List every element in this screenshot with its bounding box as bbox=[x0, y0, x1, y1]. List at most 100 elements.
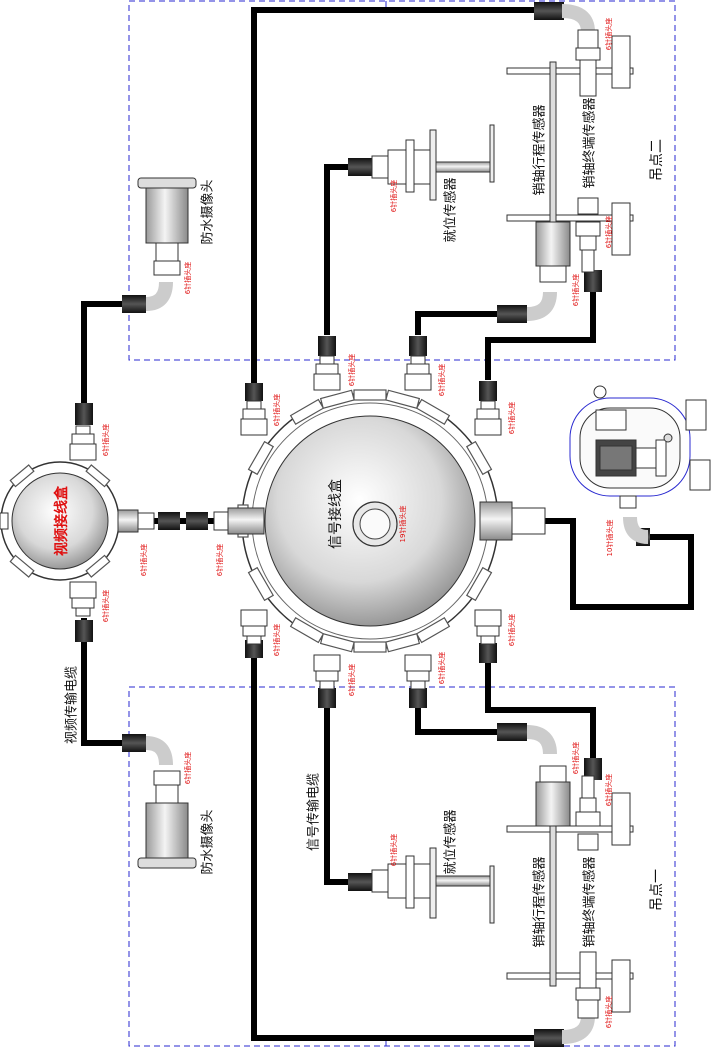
cable-signal-to-top-pin-assembly bbox=[251, 7, 540, 385]
sleeve bbox=[584, 270, 602, 292]
signal-box-ribs bbox=[237, 389, 493, 653]
sleeve bbox=[245, 383, 263, 401]
camera-top-label: 防水摄像头 bbox=[200, 179, 216, 244]
sleeve bbox=[348, 158, 372, 176]
sleeve bbox=[318, 336, 336, 356]
connector-label: 6针插头座 bbox=[183, 262, 192, 294]
sleeve bbox=[584, 758, 602, 780]
connector-label: 6针插头座 bbox=[507, 614, 516, 646]
pin-end-bottom-label: 销轴终端传感器 bbox=[582, 856, 598, 947]
sleeve bbox=[409, 688, 427, 708]
video-box-top-connector bbox=[69, 425, 97, 461]
connector-label: 6针插头座 bbox=[437, 652, 446, 684]
sleeve bbox=[122, 295, 146, 313]
connector-label: 6针插头座 bbox=[604, 774, 613, 806]
connector-label: 6针插头座 bbox=[507, 402, 516, 434]
video-box-label: 视频接线盒 bbox=[53, 485, 70, 556]
sleeve bbox=[122, 734, 146, 752]
signal-box-port bbox=[359, 508, 391, 540]
signal-junction-box bbox=[213, 389, 546, 653]
sleeve bbox=[479, 381, 497, 401]
connector-label: 6针插头座 bbox=[347, 354, 356, 386]
cable-sleeves bbox=[75, 2, 650, 1047]
connector-label: 6针插头座 bbox=[272, 394, 281, 426]
connector-label: 6针插头座 bbox=[571, 742, 580, 774]
connector-label: 6针插头座 bbox=[101, 424, 110, 456]
signal-box-19pin-socket bbox=[479, 501, 513, 541]
cable-signal-to-top-position-sensor bbox=[324, 164, 358, 335]
camera-top-body bbox=[145, 187, 189, 244]
position-sensor-top bbox=[371, 124, 495, 201]
connector-label: 6针插头座 bbox=[437, 364, 446, 396]
camera-top-neck bbox=[155, 242, 179, 262]
camera-bottom-cap bbox=[137, 857, 197, 869]
camera-bottom-label: 防水摄像头 bbox=[200, 809, 216, 874]
connector-label: 6针插头座 bbox=[347, 664, 356, 696]
position-sensor-bottom bbox=[371, 847, 495, 924]
sleeve bbox=[158, 512, 180, 530]
pin-travel-bottom-label: 销轴行程传感器 bbox=[532, 856, 548, 947]
sleeve bbox=[497, 305, 527, 323]
sleeve bbox=[497, 723, 527, 741]
video-box-dome bbox=[11, 472, 109, 570]
cable-signal-to-bottom-position-sensor bbox=[324, 690, 358, 885]
connector-top-left bbox=[240, 400, 268, 436]
signal-box-left-plug bbox=[213, 511, 229, 531]
sleeve bbox=[75, 620, 93, 642]
region-point-one bbox=[128, 686, 676, 1047]
signal-box-connectors bbox=[240, 355, 502, 690]
connector-label: 6针插头座 bbox=[604, 18, 613, 50]
cable-signal-to-bottom-pin-assembly bbox=[251, 645, 540, 1041]
cable-signal-to-motor bbox=[545, 518, 694, 610]
cable-signal-to-bottom-pin-end bbox=[485, 645, 596, 770]
camera-bottom-neck bbox=[155, 784, 179, 804]
video-box-bottom-connector bbox=[69, 581, 97, 617]
camera-bottom-body bbox=[145, 802, 189, 859]
connector-label: 6针插头座 bbox=[183, 752, 192, 784]
connector-label: 6针插头座 bbox=[389, 834, 398, 866]
pin-assembly-top bbox=[506, 29, 634, 283]
connector-top-mid-right bbox=[404, 355, 432, 391]
connector-label: 6针插头座 bbox=[272, 624, 281, 656]
camera-top-cap bbox=[137, 177, 197, 189]
signal-box-left-socket bbox=[227, 507, 265, 535]
pin-end-top-label: 销轴终端传感器 bbox=[582, 97, 598, 188]
cable-video-to-top-camera bbox=[81, 301, 126, 415]
cable-signal-to-top-pin-end bbox=[485, 280, 596, 380]
cables bbox=[81, 7, 694, 1041]
signal-cable-label: 信号传输电缆 bbox=[306, 773, 322, 851]
video-junction-box bbox=[0, 425, 155, 617]
camera-top-nut bbox=[153, 260, 181, 276]
connector-label: 10针插头座 bbox=[605, 520, 614, 557]
text-labels: 视频接线盒 信号接线盒 视频传输电缆 信号传输电缆 防水摄像头 防水摄像头 就位… bbox=[53, 97, 665, 947]
connector-label: 6针插头座 bbox=[604, 216, 613, 248]
video-cable-label: 视频传输电缆 bbox=[64, 666, 80, 744]
pin-travel-top-label: 销轴行程传感器 bbox=[532, 104, 548, 195]
camera-bottom-nut bbox=[153, 770, 181, 786]
connector-top-right bbox=[474, 400, 502, 436]
bend-pipes bbox=[145, 4, 649, 1044]
pin-assembly-bottom bbox=[506, 765, 634, 1019]
connector-bottom-right bbox=[474, 609, 502, 645]
position-sensor-bottom-label: 就位传感器 bbox=[443, 809, 459, 874]
cable-signal-to-top-pin-travel bbox=[415, 311, 505, 335]
connector-bottom-mid-right bbox=[404, 654, 432, 690]
sleeve bbox=[75, 403, 93, 425]
sleeve bbox=[348, 873, 372, 891]
video-box-right-socket bbox=[117, 509, 139, 533]
camera-bottom bbox=[137, 770, 197, 869]
connector-top-mid-left bbox=[313, 355, 341, 391]
sleeve bbox=[534, 2, 564, 20]
video-box-right-plug bbox=[137, 512, 155, 530]
connector-label: 6针插头座 bbox=[139, 544, 148, 576]
camera-top bbox=[137, 177, 197, 276]
sleeve bbox=[479, 643, 497, 663]
connector-label: 6针插头座 bbox=[101, 590, 110, 622]
signal-box-label: 信号接线盒 bbox=[327, 479, 344, 549]
cable-video-to-bottom-camera bbox=[81, 618, 126, 746]
sleeve bbox=[409, 336, 427, 356]
connector-label: 19针插头座 bbox=[398, 506, 407, 543]
video-box-left-plug bbox=[0, 512, 9, 530]
motor-unit bbox=[569, 385, 711, 509]
